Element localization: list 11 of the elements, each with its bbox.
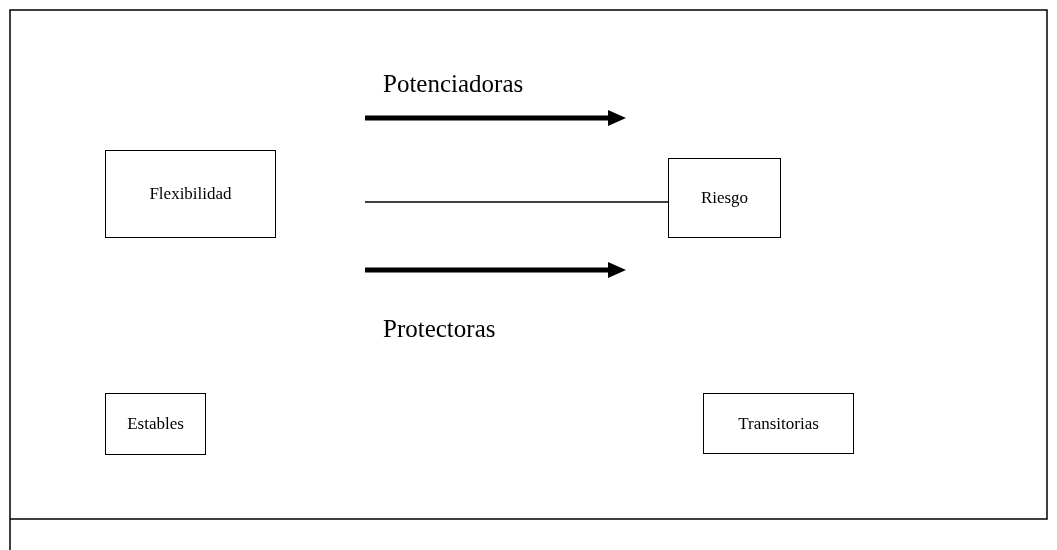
box-label: Flexibilidad [149, 184, 232, 204]
connector-line [364, 201, 669, 203]
box-label: Estables [127, 414, 184, 434]
text-box [668, 158, 781, 238]
arrow-caption: Potenciadoras [383, 70, 524, 98]
text-box [105, 393, 206, 455]
arrow-caption: Protectoras [383, 315, 496, 343]
text-box [105, 150, 276, 238]
box-label: Riesgo [700, 188, 749, 208]
box-label: Transitorias [738, 413, 819, 434]
text-box [703, 393, 854, 454]
